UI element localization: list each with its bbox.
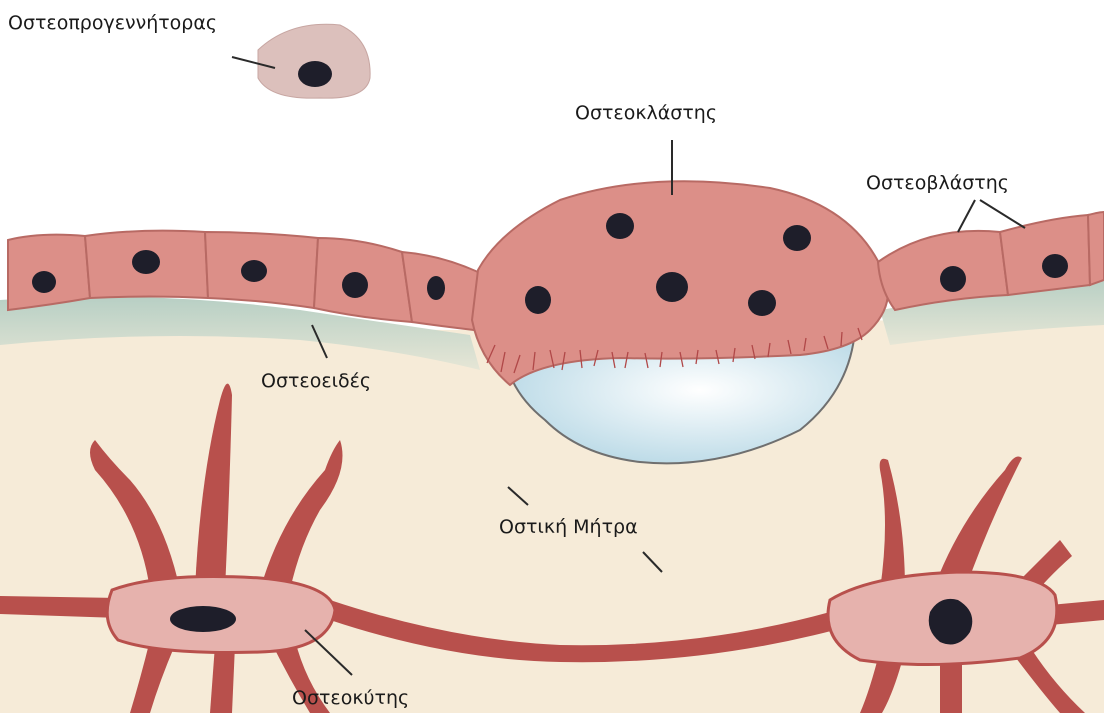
label-osteoprogenitor: Οστεοπρογεννήτορας: [8, 12, 217, 34]
label-osteoblasts: Οστεοβλάστης: [866, 172, 1009, 194]
osteoprogenitor-cell: [258, 24, 370, 98]
label-osteoid: Οστεοειδές: [261, 370, 371, 392]
osteocyte-left: [107, 577, 335, 653]
label-osteocyte: Οστεοκύτης: [292, 687, 409, 709]
osteocyte-right: [828, 572, 1057, 665]
label-osteoclast: Οστεοκλάστης: [575, 102, 717, 124]
label-bone-matrix: Οστική Μήτρα: [499, 516, 638, 538]
